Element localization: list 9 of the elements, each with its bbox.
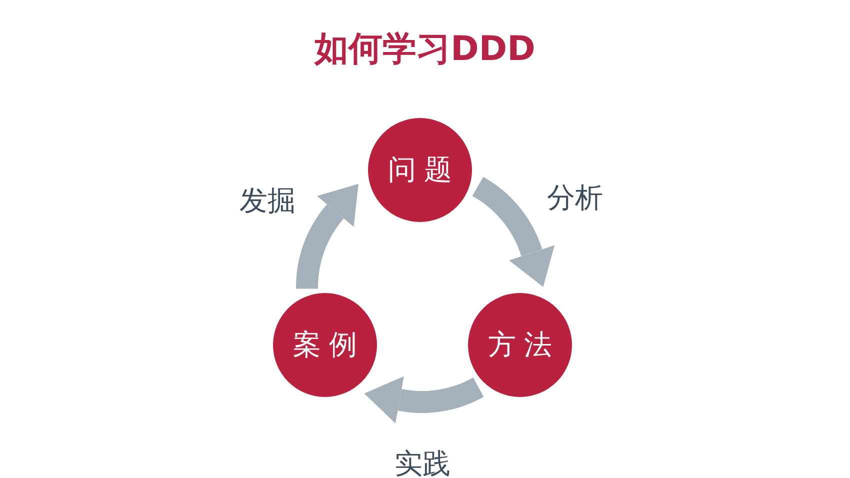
title: 如何学习DDD (313, 28, 536, 71)
node-label: 问题 (388, 152, 461, 188)
node-label: 方法 (488, 327, 561, 363)
curved-arrow (364, 376, 486, 424)
edge-label: 发掘 (239, 182, 296, 219)
node-label: 案例 (292, 327, 366, 363)
edge-label: 实践 (394, 446, 450, 478)
curved-arrow (470, 176, 555, 287)
edge-label: 分析 (547, 180, 603, 216)
